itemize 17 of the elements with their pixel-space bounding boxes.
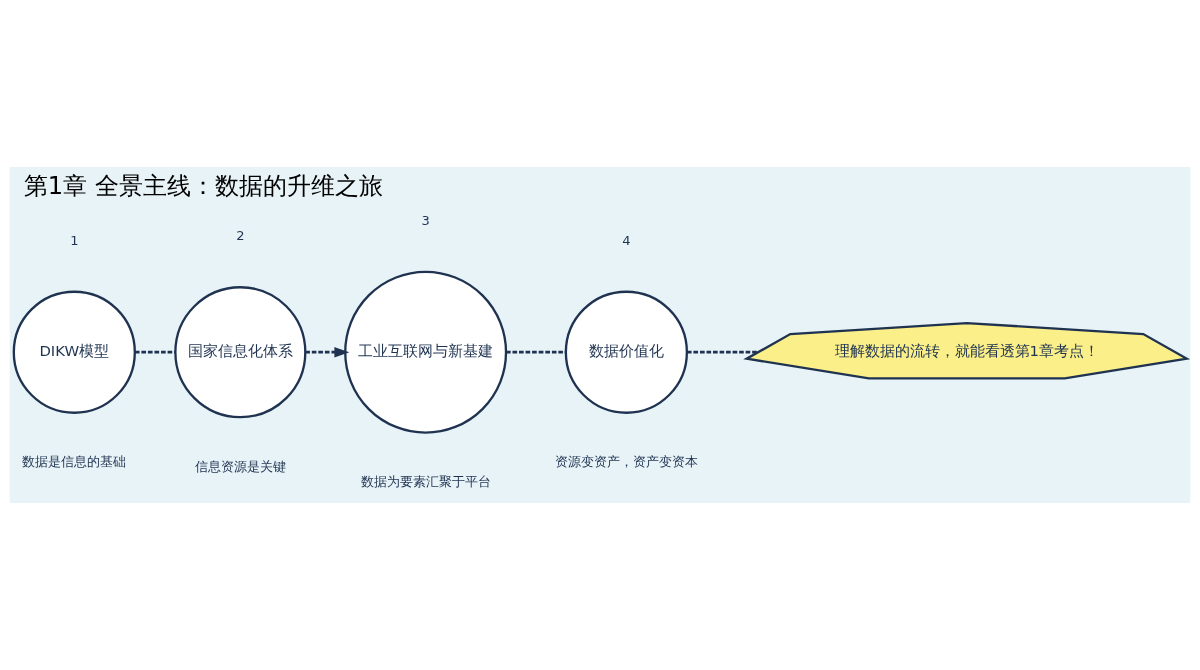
node-label: 3: [421, 213, 430, 229]
node-label: 数据为要素汇聚于平台: [360, 473, 491, 489]
node-label: 资源变资产，资产变资本: [554, 454, 698, 470]
connector: [687, 350, 759, 354]
node-label: 1: [70, 232, 79, 248]
diagram-title: 第1章 全景主线：数据的升维之旅: [23, 171, 383, 200]
node-circle: 工业互联网与新基建: [344, 270, 508, 434]
node-circle: 数据价值化: [564, 290, 689, 414]
node-label: 4: [622, 232, 631, 248]
node-label: 2: [236, 228, 245, 244]
node-label: 数据是信息的基础: [22, 454, 127, 470]
connector: [506, 350, 566, 354]
node-label: 信息资源是关键: [194, 459, 286, 475]
arrow: [305, 347, 350, 358]
node-circle: DIKW模型: [12, 290, 136, 414]
connector: [135, 350, 176, 354]
node-circle: 国家信息化体系: [174, 286, 307, 419]
